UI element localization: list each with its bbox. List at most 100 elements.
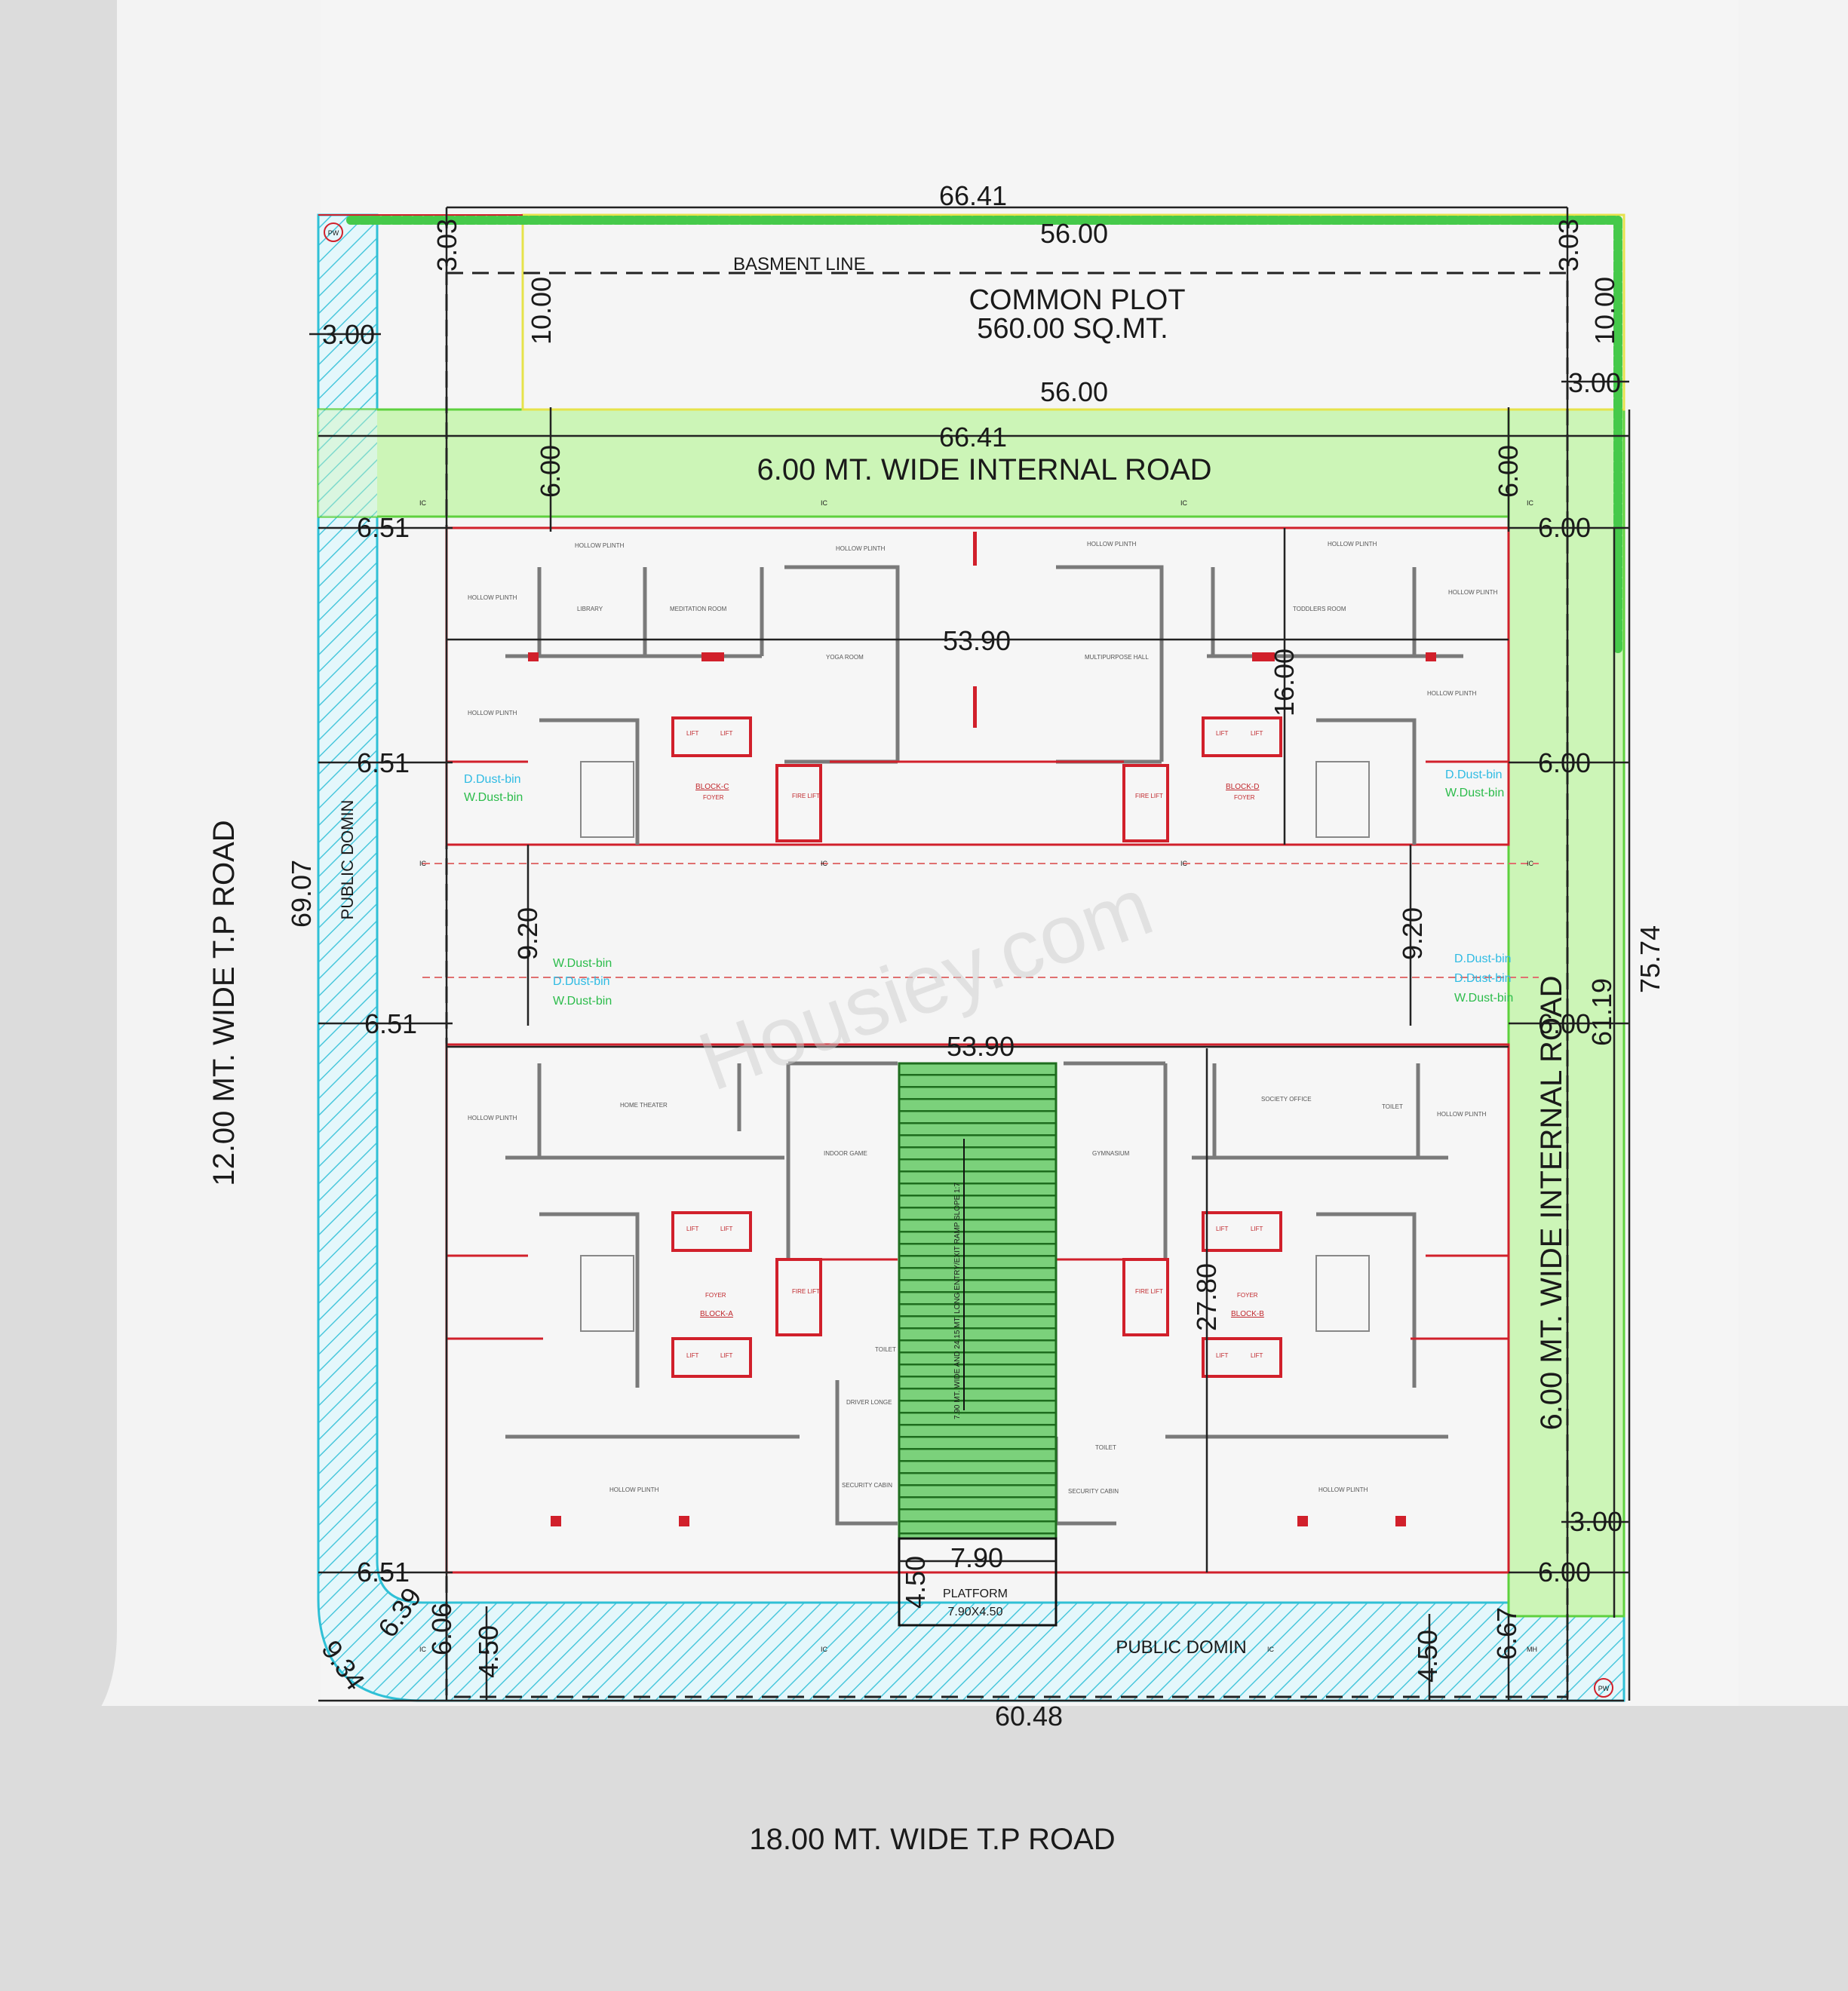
dim-top-road-lower: 66.41	[939, 422, 1007, 452]
fire-lift-b: FIRE LIFT	[1135, 1288, 1163, 1295]
room-hollow-3: HOLLOW PLINTH	[1087, 541, 1137, 548]
ic-6: IC	[821, 860, 828, 867]
dim-margin-left-top: 3.00	[322, 319, 375, 350]
room-toilet-1: TOILET	[875, 1346, 896, 1353]
room-library: LIBRARY	[577, 606, 603, 612]
pw-marker-top: PW	[328, 229, 339, 237]
dust-bin-dry-1: D.Dust-bin	[464, 773, 521, 786]
lift-b2: LIFT	[1251, 1226, 1263, 1232]
dim-block-depth-upper: 16.00	[1269, 649, 1300, 716]
room-hollow-4: HOLLOW PLINTH	[1328, 541, 1377, 548]
foyer-a: FOYER	[705, 1292, 726, 1299]
left-road-area	[117, 0, 321, 1706]
lift-groups	[671, 716, 1282, 1378]
dim-right-2: 6.00	[1538, 747, 1591, 778]
room-hollow-2: HOLLOW PLINTH	[836, 545, 886, 552]
foyer-b: FOYER	[1237, 1292, 1258, 1299]
ic-11: IC	[1267, 1646, 1275, 1653]
lift-a2: LIFT	[720, 1226, 733, 1232]
lower-block-walls	[505, 1061, 1448, 1526]
dust-bin-wet-2: W.Dust-bin	[1445, 787, 1504, 799]
upper-block-outline	[445, 526, 1510, 846]
dim-road-width-right: 6.00	[1493, 445, 1524, 498]
ic-9: IC	[419, 1646, 427, 1653]
left-road-strip	[0, 0, 117, 1757]
room-hollow-1: HOLLOW PLINTH	[575, 542, 625, 549]
room-security-1: SECURITY CABIN	[842, 1482, 892, 1489]
dim-setback-top-left: 3.03	[431, 219, 462, 272]
ic-4: IC	[1527, 499, 1534, 507]
dim-left-1: 6.51	[357, 512, 410, 543]
room-security-2: SECURITY CABIN	[1068, 1488, 1119, 1495]
dim-block-width-lower: 53.90	[947, 1031, 1015, 1062]
dim-top-road-upper: 56.00	[1040, 376, 1108, 407]
internal-road-right-label: 6.00 MT. WIDE INTERNAL ROAD	[1535, 975, 1568, 1430]
dim-bottom-right-margin: 3.00	[1570, 1506, 1622, 1537]
room-toddlers: TODDLERS ROOM	[1293, 606, 1346, 612]
dim-plot-right: 75.74	[1635, 925, 1665, 993]
dim-gap-left: 9.20	[512, 907, 543, 960]
staircases	[580, 761, 1370, 1332]
lift-d1: LIFT	[1216, 730, 1229, 737]
ic-5: IC	[419, 860, 427, 867]
ic-markers: IC IC IC IC IC IC IC IC IC IC IC MH	[419, 499, 1537, 1653]
dim-platform-depth: 4.50	[900, 1556, 931, 1609]
room-hollow-9: HOLLOW PLINTH	[468, 1115, 517, 1121]
room-indoor-game: INDOOR GAME	[824, 1150, 867, 1157]
common-plot-area: 560.00 SQ.MT.	[977, 313, 1168, 345]
ic-8: IC	[1527, 860, 1534, 867]
lift-d2: LIFT	[1251, 730, 1263, 737]
room-hollow-6: HOLLOW PLINTH	[1448, 589, 1498, 596]
block-a-label: BLOCK-A	[700, 1310, 733, 1318]
fire-lift-a: FIRE LIFT	[792, 1288, 820, 1295]
ic-1: IC	[419, 499, 427, 507]
dim-cp-depth-right: 10.00	[1589, 277, 1620, 345]
dust-bin-dry-3: D.Dust-bin	[553, 975, 610, 988]
lift-a3: LIFT	[686, 1352, 699, 1359]
fire-lift-c: FIRE LIFT	[792, 793, 820, 799]
dim-road-width-left: 6.00	[535, 445, 566, 498]
dim-bottom-right-1: 4.50	[1412, 1630, 1443, 1683]
room-toilet-2: TOILET	[1095, 1444, 1116, 1451]
dim-bottom-right-2: 6.67	[1491, 1607, 1522, 1660]
room-hollow-5: HOLLOW PLINTH	[468, 594, 517, 601]
dust-bin-wet-1: W.Dust-bin	[464, 791, 523, 804]
dim-plot-left: 69.07	[286, 860, 317, 928]
dim-left-2: 6.51	[357, 747, 410, 778]
room-home-theater: HOME THEATER	[620, 1102, 668, 1109]
lift-a1: LIFT	[686, 1226, 699, 1232]
common-plot-boundary	[521, 213, 1625, 411]
ic-2: IC	[821, 499, 828, 507]
room-toilet-3: TOILET	[1382, 1103, 1403, 1110]
dim-left-3: 6.51	[364, 1008, 417, 1039]
dim-plot-right-inner: 61.19	[1586, 978, 1617, 1046]
dust-bin-dry-2: D.Dust-bin	[1445, 768, 1503, 781]
room-yoga: YOGA ROOM	[826, 654, 864, 661]
lift-b3: LIFT	[1216, 1352, 1229, 1359]
ic-10: IC	[821, 1646, 828, 1653]
lift-a4: LIFT	[720, 1352, 733, 1359]
dim-corner-3: 4.50	[473, 1625, 504, 1678]
dim-right-3: 6.00	[1538, 1008, 1591, 1039]
dim-corner-2: 6.06	[426, 1603, 457, 1655]
room-hollow-7: HOLLOW PLINTH	[468, 710, 517, 716]
lift-c2: LIFT	[720, 730, 733, 737]
dim-right-1: 6.00	[1538, 512, 1591, 543]
entry-exit-ramp	[898, 1062, 1058, 1540]
platform-size: 7.90X4.50	[948, 1606, 1003, 1618]
ramp-label: 7.90 MT. WIDE AND 24.15 MT. LONG ENTRY/E…	[953, 1183, 962, 1419]
lift-b1: LIFT	[1216, 1226, 1229, 1232]
room-hollow-10: HOLLOW PLINTH	[1437, 1111, 1487, 1118]
room-society-office: SOCIETY OFFICE	[1261, 1096, 1312, 1103]
foyer-d: FOYER	[1234, 794, 1255, 801]
dim-gap-right: 9.20	[1397, 907, 1428, 960]
block-b-label: BLOCK-B	[1231, 1310, 1264, 1318]
fire-lift-d: FIRE LIFT	[1135, 793, 1163, 799]
room-labels: HOLLOW PLINTH HOLLOW PLINTH HOLLOW PLINT…	[468, 541, 1498, 1495]
dust-bin-wet-3: W.Dust-bin	[553, 957, 612, 970]
dimension-values: 66.41 56.00 56.00 66.41 3.03 3.03 10.00 …	[286, 180, 1665, 1732]
room-hollow-12: HOLLOW PLINTH	[1318, 1486, 1368, 1493]
ic-7: IC	[1180, 860, 1188, 867]
dim-margin-right-top: 3.00	[1568, 367, 1621, 398]
